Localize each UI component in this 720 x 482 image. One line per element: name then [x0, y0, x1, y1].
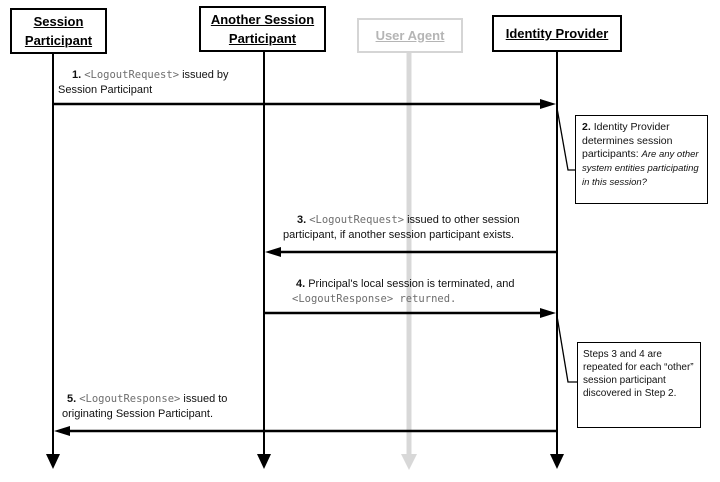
lifeline-arrowhead-user-agent [401, 454, 417, 470]
note-connector-2 [556, 315, 577, 383]
actor-label: Session Participant [24, 13, 93, 49]
actor-label: Another Session Participant [210, 11, 315, 47]
message-text: issued to other session participant, if … [283, 214, 520, 241]
note-question: Are any other system entities participat… [582, 149, 699, 188]
actor-session-participant: Session Participant [10, 8, 107, 54]
message-number: 5. [67, 393, 77, 405]
message-text-pre: Principal's local session is terminated,… [308, 278, 515, 290]
message-arrowhead-4 [540, 308, 556, 318]
message-code: <LogoutRequest> [309, 214, 405, 226]
message-label-1: 1.<LogoutRequest> issued by Session Part… [58, 68, 258, 98]
lifeline-arrowhead-identity-provider [550, 454, 564, 469]
note-text: Steps 3 and 4 are repeated for each “oth… [583, 349, 694, 399]
message-label-4: 4.Principal's local session is terminate… [292, 277, 552, 307]
message-arrowhead-5 [54, 426, 70, 436]
message-arrowhead-3 [265, 247, 281, 257]
actor-identity-provider: Identity Provider [492, 15, 622, 52]
message-arrowhead-1 [540, 99, 556, 109]
message-text: issued by Session Participant [58, 69, 229, 96]
message-text: issued to originating Session Participan… [62, 393, 228, 420]
actor-label: Identity Provider [505, 25, 609, 41]
message-number: 4. [296, 278, 306, 290]
message-label-5: 5.<LogoutResponse> issued to originating… [62, 392, 257, 422]
lifeline-arrowhead-another-session-participant [257, 454, 271, 469]
message-number: 3. [297, 214, 307, 226]
note-number: 2. [582, 121, 591, 133]
note-repeat-steps: Steps 3 and 4 are repeated for each “oth… [577, 342, 701, 428]
message-code: <LogoutResponse> returned. [292, 292, 457, 305]
lifeline-arrowhead-session-participant [46, 454, 60, 469]
actor-user-agent: User Agent [357, 18, 463, 53]
note-connector-1 [556, 107, 575, 171]
note-text: Identity Provider determines session par… [582, 121, 673, 161]
actor-label: User Agent [375, 27, 445, 43]
actor-another-session-participant: Another Session Participant [199, 6, 326, 52]
message-label-3: 3.<LogoutRequest> issued to other sessio… [283, 213, 548, 243]
message-code: <LogoutRequest> [84, 69, 180, 81]
message-number: 1. [72, 69, 82, 81]
message-code: <LogoutResponse> [79, 393, 181, 405]
note-step-2: 2.Identity Provider determines session p… [575, 115, 708, 204]
